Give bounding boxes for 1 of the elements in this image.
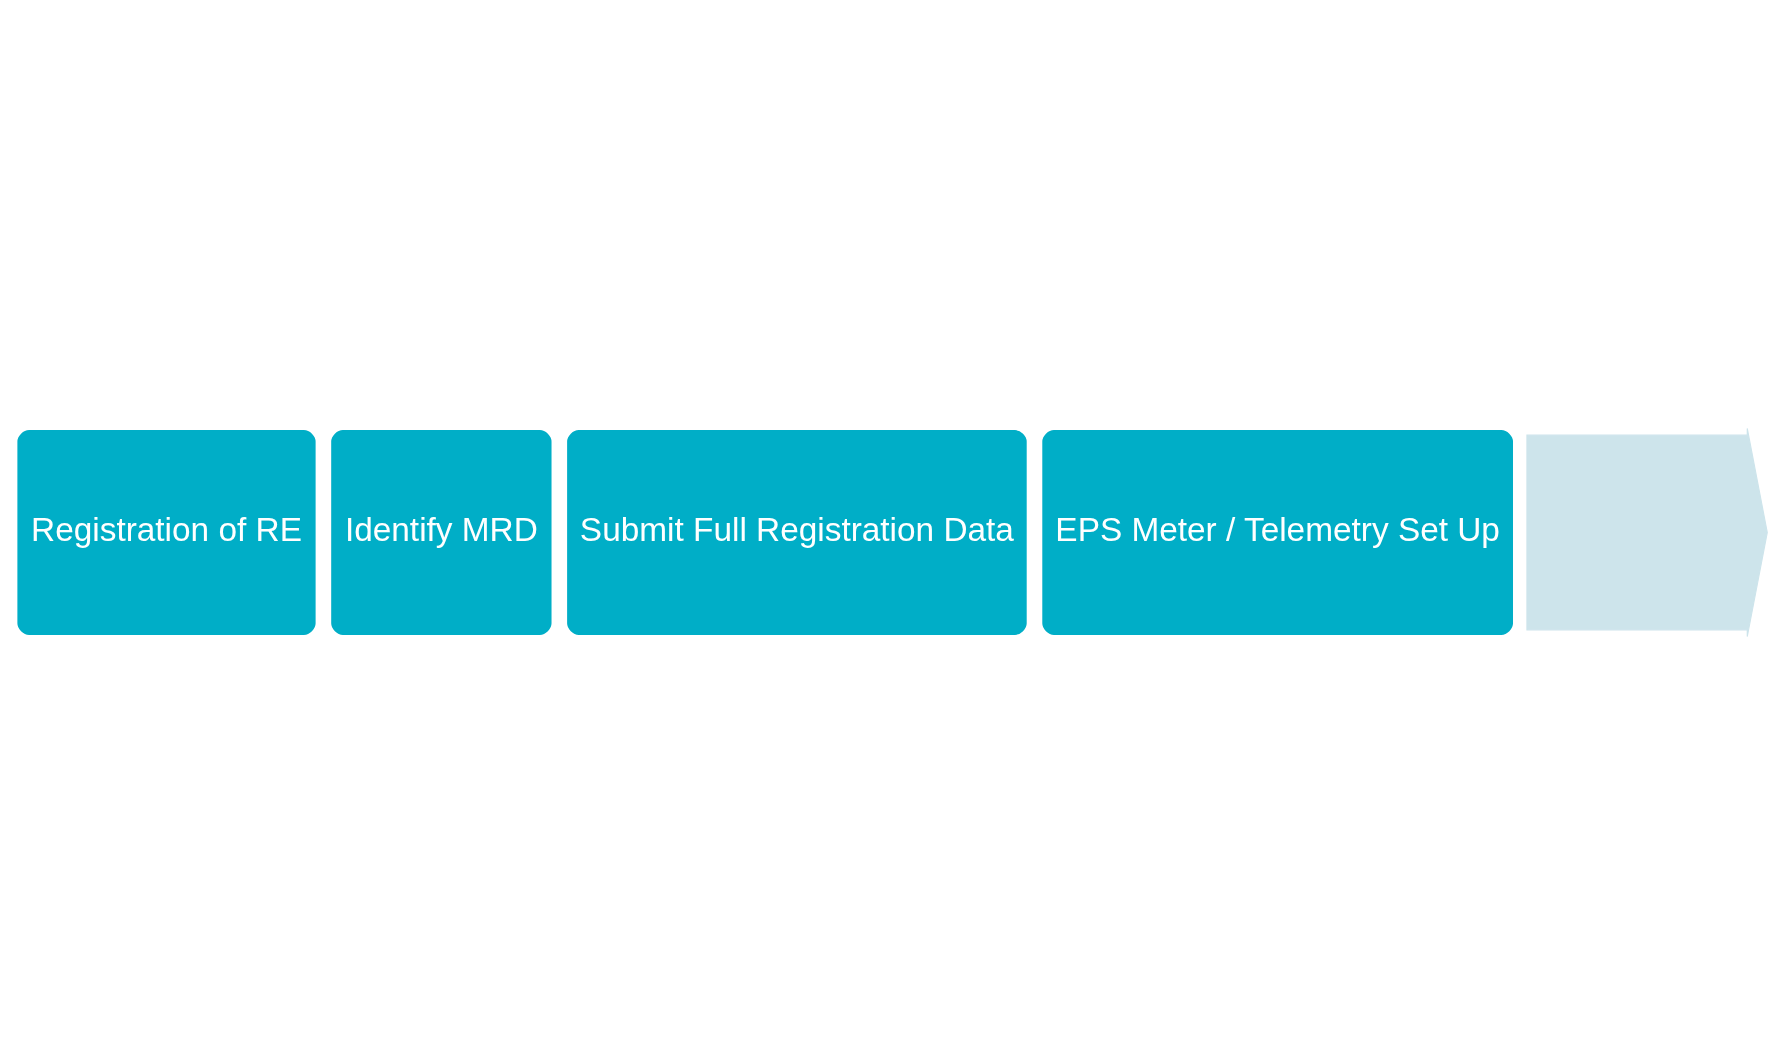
node-arrow	[1526, 427, 1768, 637]
